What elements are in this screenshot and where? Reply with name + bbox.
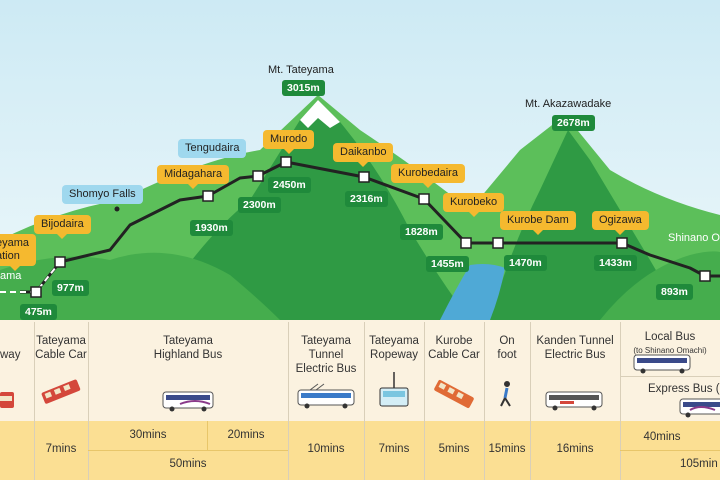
station-label-shinano: Shinano O [668, 232, 720, 244]
station-marker-midagahara [202, 190, 214, 202]
divider [620, 450, 720, 451]
station-marker-tengudaira [252, 170, 264, 182]
highland-bus-icon [162, 391, 214, 412]
ropeway-icon [379, 372, 409, 407]
elevation-midagahara: 1930m [190, 220, 233, 236]
elevation-kurobedaira: 1828m [400, 224, 443, 240]
time-local-bus: 40mins [643, 431, 681, 443]
elevation-tateyama: 475m [20, 304, 57, 320]
express-bus-icon [679, 398, 720, 418]
mode-foot: On foot [497, 335, 517, 361]
station-marker-murodo [280, 156, 292, 168]
time-express-bus: 105min [680, 458, 718, 470]
station-label-daikanbo: Daikanbo [333, 143, 394, 167]
trolley-bus-icon [297, 383, 355, 409]
kanden-bus-icon [545, 391, 603, 411]
mountain-tateyama [150, 100, 470, 320]
peak-elevation-tateyama: 3015m [282, 80, 325, 96]
time-highland-2: 20mins [227, 429, 265, 441]
divider [484, 322, 485, 480]
elevation-daikanbo: 2316m [345, 191, 388, 207]
time-ropeway: 7mins [378, 443, 410, 455]
peak-name-akazawadake: Mt. Akazawadake [525, 98, 612, 110]
station-label-tengudaira: Tengudaira [178, 139, 247, 158]
snow-cap-tateyama [300, 100, 340, 128]
station-marker-ogizawa [616, 237, 628, 249]
mode-cable-car: Tateyama Cable Car [35, 335, 87, 361]
time-foot: 15mins [488, 443, 526, 455]
peak-elevation-akazawadake: 2678m [552, 115, 595, 131]
cable-car-icon [41, 379, 81, 404]
divider [620, 376, 720, 377]
mode-trolley-bus: Tateyama Tunnel Electric Bus [295, 335, 357, 375]
local-bus-icon [633, 354, 691, 374]
time-highland-total: 50mins [169, 458, 207, 470]
route-casing [0, 261, 61, 293]
divider [620, 322, 621, 480]
foothill-left [0, 252, 280, 320]
divider [88, 322, 89, 480]
divider [88, 450, 288, 451]
elevation-murodo: 2450m [268, 177, 311, 193]
station-marker-bijodaira [54, 256, 66, 268]
divider [364, 322, 365, 480]
station-marker-tateyama [30, 286, 42, 298]
station-label-kurobedaira: Kurobedaira [391, 164, 465, 188]
station-label-ogizawa: Ogizawa [592, 211, 649, 235]
time-kanden: 16mins [556, 443, 594, 455]
mode-local-bus: Local Bus [644, 331, 696, 343]
station-label-bijodaira: Bijodaira [34, 215, 91, 239]
time-trolley: 10mins [307, 443, 345, 455]
station-marker-kurobedaira [418, 193, 430, 205]
station-marker-daikanbo [358, 171, 370, 183]
divider [34, 322, 35, 480]
mode-local-bus-note: (to Shinano Omachi) [633, 346, 707, 355]
mode-kanden: Kanden Tunnel Electric Bus [536, 335, 614, 361]
elevation-shinano: 893m [656, 284, 693, 300]
mode-highland-bus: Tateyama Highland Bus [153, 335, 223, 361]
mode-express-bus: Express Bus ( [648, 383, 720, 395]
mountain-akazawadake [490, 130, 690, 320]
station-marker-kurobe-dam [492, 237, 504, 249]
station-marker-kurobeko [460, 237, 472, 249]
time-kurobe-cable: 5mins [438, 443, 470, 455]
elevation-ogizawa: 1433m [594, 255, 637, 271]
mode-railway: way [0, 349, 21, 361]
time-cable-car: 7mins [45, 443, 77, 455]
divider [288, 322, 289, 480]
shomyo-falls-marker [114, 206, 120, 212]
time-highland-1: 30mins [129, 429, 167, 441]
kurobe-cable-car-icon [434, 380, 474, 408]
label-shomyo-falls: Shomyo Falls [62, 185, 143, 204]
mode-ropeway: Tateyama Ropeway [369, 335, 419, 361]
divider [530, 322, 531, 480]
station-label-tateyama-small: ama [0, 270, 22, 282]
divider [424, 322, 425, 480]
station-label-kurobe-dam: Kurobe Dam [500, 211, 576, 235]
elevation-bijodaira: 977m [52, 280, 89, 296]
elevation-kurobeko: 1455m [426, 256, 469, 272]
elevation-kurobe-dam: 1470m [504, 255, 547, 271]
station-label-midagahara: Midagahara [157, 165, 230, 189]
station-markers [30, 156, 711, 298]
station-label-murodo: Murodo [263, 130, 315, 154]
station-marker-shinano [699, 270, 711, 282]
peak-name-tateyama: Mt. Tateyama [268, 64, 334, 76]
kurobe-lake [440, 264, 505, 320]
mode-kurobe-cable: Kurobe Cable Car [428, 335, 480, 361]
station-label-kurobeko: Kurobeko [443, 193, 505, 217]
elevation-tengudaira: 2300m [238, 197, 281, 213]
walking-person-icon [500, 381, 511, 407]
divider [207, 421, 208, 450]
railway-icon [0, 392, 14, 408]
